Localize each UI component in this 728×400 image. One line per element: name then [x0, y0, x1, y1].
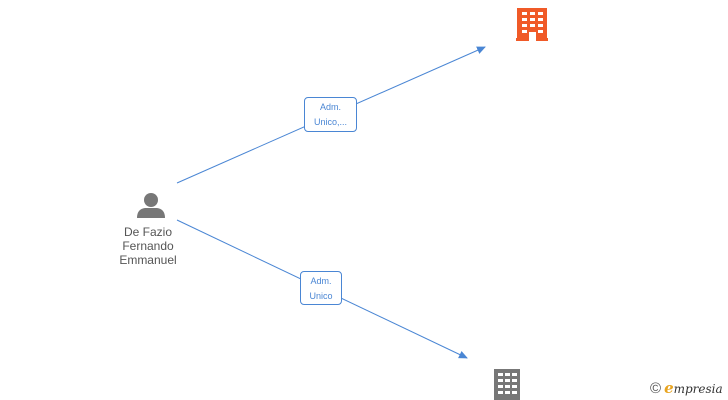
person-name-line: De Fazio — [123, 225, 173, 239]
edge-label-role[interactable]: Adm. Unico,... — [304, 97, 357, 132]
brand-logo-initial: e — [664, 379, 674, 397]
brand-watermark: ©empresia — [650, 379, 723, 399]
brand-logo-rest: mpresia — [673, 382, 723, 396]
edge-label-line: Unico — [309, 291, 333, 301]
building-icon[interactable] — [494, 369, 520, 400]
edge-label-role[interactable]: Adm. Unico — [300, 271, 342, 305]
edge-label-line: Adm. — [319, 102, 341, 112]
person-name[interactable]: De Fazio Fernando Emmanuel — [98, 225, 198, 267]
person-name-line: Emmanuel — [119, 253, 177, 267]
building-icon[interactable] — [516, 8, 548, 41]
copyright-icon: © — [650, 379, 662, 397]
edge-label-line: Adm. — [310, 276, 332, 286]
brand-logo: empresia — [664, 379, 723, 397]
person-icon[interactable] — [137, 193, 165, 218]
edge-label-line: Unico,... — [313, 117, 347, 127]
person-name-line: Fernando — [122, 239, 174, 253]
